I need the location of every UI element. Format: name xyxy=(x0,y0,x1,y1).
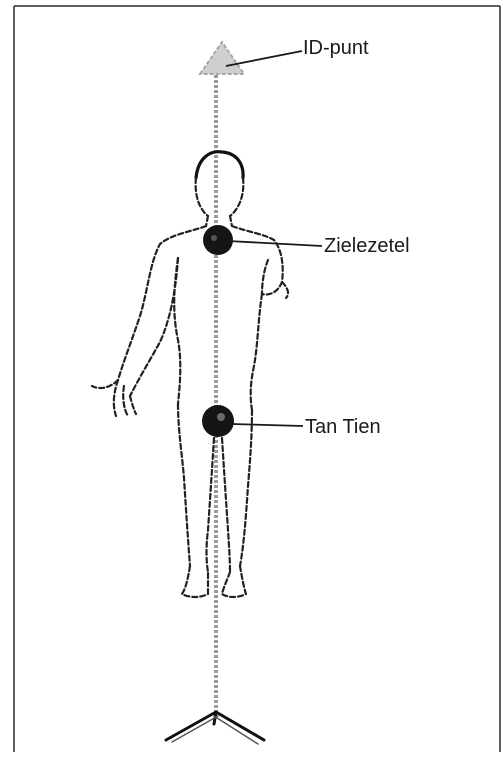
human-body-icon xyxy=(92,152,288,597)
id-point-label: ID-punt xyxy=(303,38,369,58)
soul-seat-point-icon xyxy=(203,225,233,255)
tan-tien-point-icon xyxy=(202,405,234,437)
tan-tien-leader xyxy=(232,424,303,426)
frame-border xyxy=(14,6,500,752)
soul-seat-label: Zielezetel xyxy=(324,236,410,256)
id-point-leader xyxy=(226,51,302,66)
tripod-base-icon xyxy=(166,712,264,744)
id-point-icon xyxy=(200,42,244,74)
soul-seat-leader xyxy=(228,241,322,246)
tan-tien-label: Tan Tien xyxy=(305,417,381,437)
